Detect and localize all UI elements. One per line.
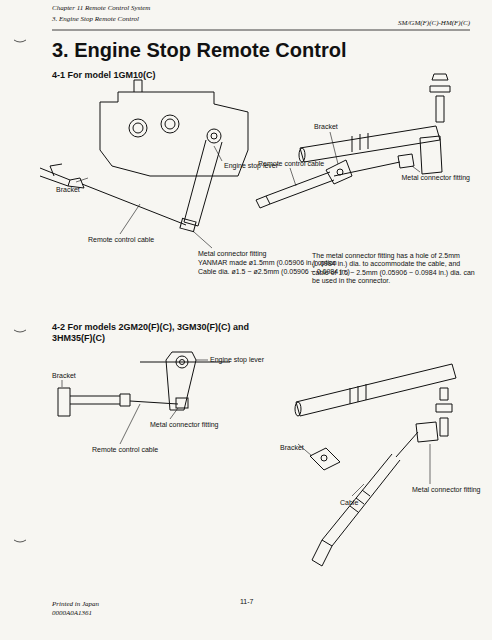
part-label: Bracket [314,123,338,131]
header-text: Chapter 11 Remote Control System [52,4,150,12]
footer-code: 0000A0A1361 [52,609,92,617]
section-heading: 4-1 For model 1GM10(C) [52,70,156,81]
part-label: Metal connector fitting [402,174,470,182]
header-text: 3. Engine Stop Remote Control [52,15,139,23]
part-label: Remote control cable [258,160,324,168]
part-label: Bracket [52,372,76,380]
part-label: Remote control cable [92,446,158,454]
part-label: Remote control cable [88,236,154,244]
part-label: Metal connector fitting [198,250,266,258]
page-number: 11-7 [240,598,254,606]
part-label: Cable [340,499,358,507]
part-label: Metal connector fitting [150,421,218,429]
part-label: Bracket [56,186,80,194]
part-label: Metal connector fitting [412,486,480,494]
page-title: 3. Engine Stop Remote Control [52,38,346,62]
note-text: The metal connector fitting has a hole o… [312,252,477,286]
part-label: Engine stop lever [210,356,264,364]
footer-text: Printed in Japan [52,600,99,608]
header-code: SM/GM(F)(C)-HM(F)(C) [398,19,470,27]
section-heading: 4-2 For models 2GM20(F)(C), 3GM30(F)(C) … [52,322,267,344]
part-label: Bracket [280,444,304,452]
